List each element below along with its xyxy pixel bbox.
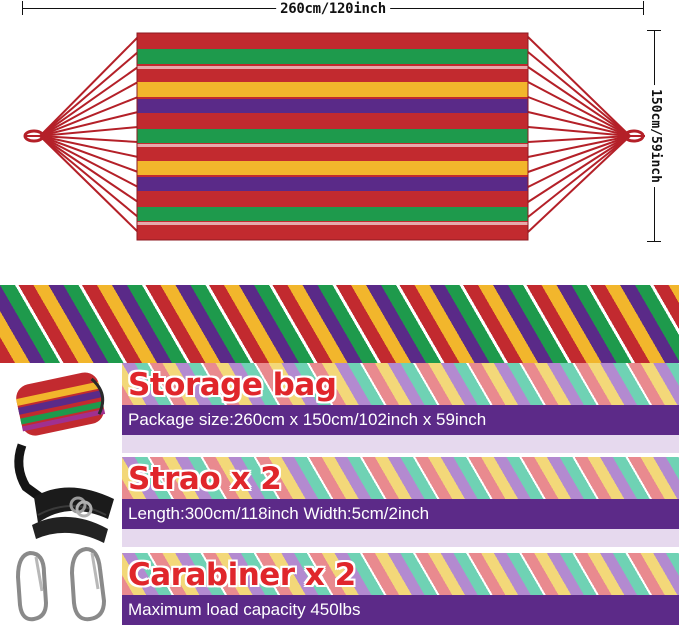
hammock-body <box>136 32 529 241</box>
hammock-ropes-right <box>527 36 645 233</box>
length-dimension: 260cm/120inch <box>22 0 644 18</box>
straps-desc-bar <box>122 499 679 529</box>
item-row-storage-bag: Storage bag Package size:260cm x 150cm/1… <box>0 363 679 453</box>
carabiner-description: Maximum load capacity 450lbs <box>128 600 361 619</box>
item-row-straps: Strao x 2 Length:300cm/118inch Width:5cm… <box>0 443 679 547</box>
left-ring-icon <box>23 129 45 143</box>
hammock-illustration <box>23 32 645 241</box>
straps-pastel-stripes <box>122 457 679 501</box>
strap-icon <box>14 443 114 543</box>
carabiner-desc-bar <box>122 595 679 625</box>
width-tick-bottom <box>647 241 661 242</box>
straps-title: Strao x 2 <box>128 461 282 497</box>
length-tick-right <box>643 1 644 15</box>
storage-bag-title: Storage bag <box>128 367 337 403</box>
straps-description: Length:300cm/118inch Width:5cm/2inch <box>128 504 430 523</box>
right-ring-icon <box>623 129 645 143</box>
diagonal-stripe-band <box>0 285 679 363</box>
carabiner-icon <box>15 546 107 622</box>
width-dimension: 150cm/59inch <box>644 30 666 242</box>
storage-bag-pastel-stripes <box>122 363 679 407</box>
storage-bag-description: Package size:260cm x 150cm/102inch x 59i… <box>128 410 487 429</box>
hammock-ropes-left <box>24 36 139 233</box>
length-tick-left <box>22 1 23 15</box>
length-label: 260cm/120inch <box>276 0 390 18</box>
straps-divider <box>122 529 679 547</box>
item-row-carabiners: Carabiner x 2 Maximum load capacity 450l… <box>0 546 679 643</box>
storage-bag-icon <box>16 372 106 436</box>
carabiner-title: Carabiner x 2 <box>128 557 356 593</box>
storage-bag-desc-bar <box>122 405 679 435</box>
storage-bag-divider <box>122 435 679 453</box>
width-tick-top <box>647 30 661 31</box>
carabiner-pastel-stripes <box>122 553 679 597</box>
